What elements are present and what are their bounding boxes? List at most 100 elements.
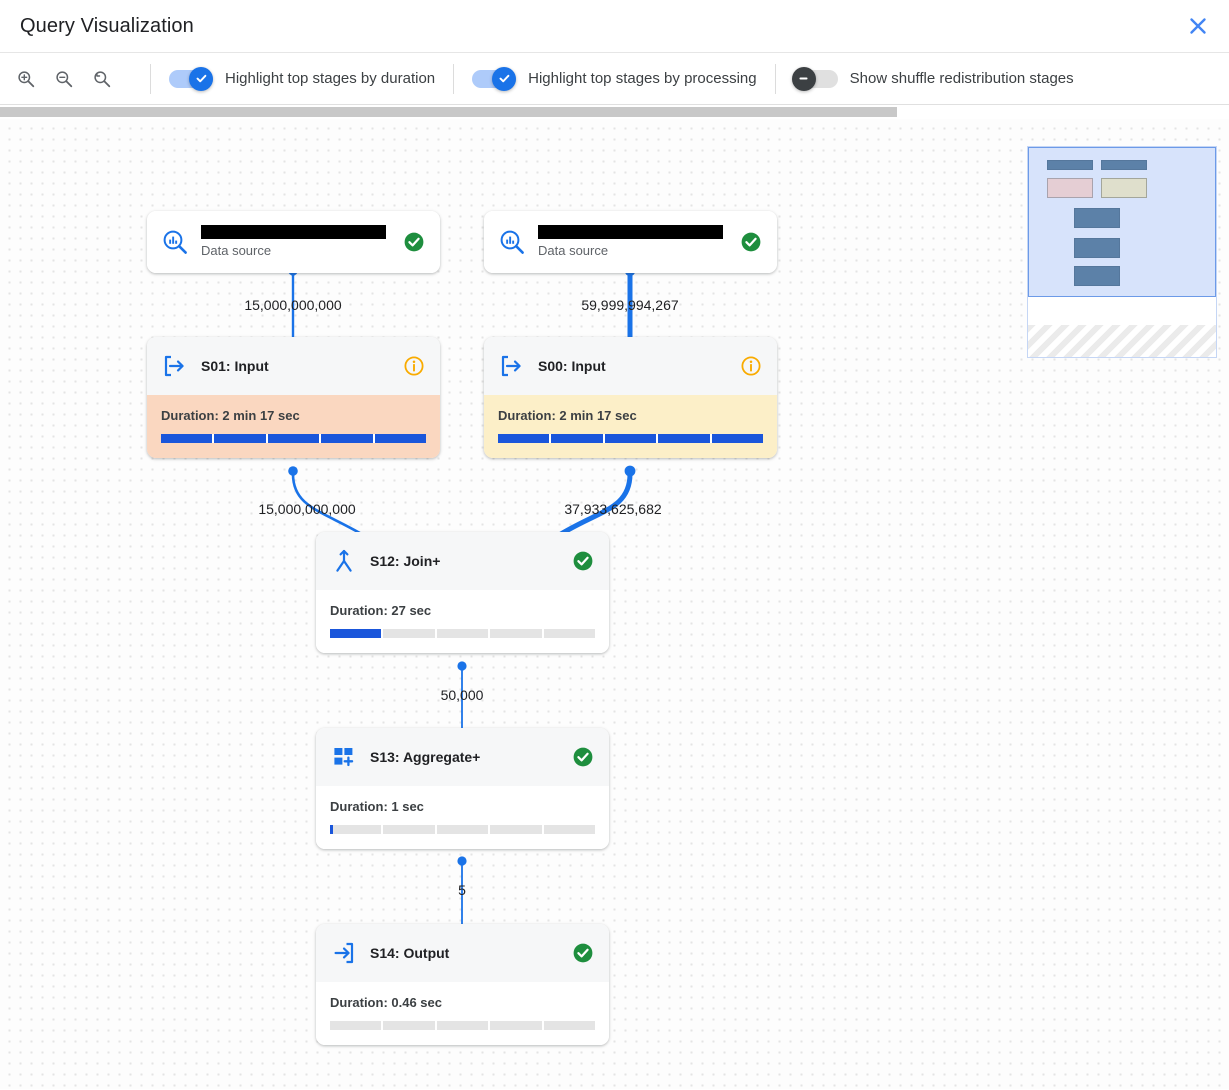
input-arrow-icon: [161, 352, 189, 380]
horizontal-scrollbar-thumb[interactable]: [0, 107, 897, 117]
edge-label: 50,000: [440, 687, 484, 703]
duration-label: Duration: 27 sec: [330, 603, 432, 618]
status-badge-info[interactable]: [739, 354, 763, 378]
join-icon: [330, 547, 358, 575]
minimap-node: [1074, 238, 1120, 258]
data-source-search-icon: [498, 228, 526, 256]
progress-bar-ticks: [498, 434, 763, 443]
node-header: Data source: [147, 211, 440, 273]
data-source-subtitle: Data source: [538, 242, 609, 258]
toggle-label-shuffle: Show shuffle redistribution stages: [849, 70, 1074, 87]
node-body: Duration: 1 sec: [316, 786, 609, 849]
visualization-toolbar: Highlight top stages by duration Highlig…: [0, 53, 1229, 105]
duration-label: Duration: 0.46 sec: [330, 995, 442, 1010]
toggle-highlight-duration[interactable]: Highlight top stages by duration: [169, 66, 436, 91]
node-header: S12: Join+: [316, 532, 609, 590]
data-source-text: Data source: [538, 224, 739, 260]
horizontal-scrollbar-track[interactable]: [0, 105, 1229, 119]
toggle-knob: [492, 66, 517, 91]
progress-bar: [330, 629, 595, 638]
node-stage-s01[interactable]: S01: Input Duration: 2 min 17 sec: [147, 337, 440, 458]
toggle-switch-processing[interactable]: [472, 66, 517, 91]
check-circle-icon: [573, 943, 593, 963]
close-icon: [1190, 18, 1206, 34]
progress-bar: [330, 1021, 595, 1030]
zoom-reset-button[interactable]: [88, 65, 116, 93]
edge-dot: [624, 465, 636, 477]
status-badge-success: [571, 745, 595, 769]
minimap-node-highlight-processing: [1101, 178, 1147, 198]
minimap-viewport[interactable]: [1028, 147, 1216, 297]
info-circle-icon: [741, 356, 761, 376]
minimap-node: [1074, 208, 1120, 228]
zoom-out-button[interactable]: [50, 65, 78, 93]
node-header: S14: Output: [316, 924, 609, 982]
redacted-title: [538, 224, 723, 239]
zoom-reset-icon: [94, 70, 111, 87]
node-data-source-left[interactable]: Data source: [147, 211, 440, 273]
zoom-out-icon: [56, 70, 73, 87]
edge-dot: [457, 661, 467, 671]
page-title: Query Visualization: [20, 14, 194, 37]
close-button[interactable]: [1181, 9, 1215, 43]
toolbar-divider: [453, 63, 455, 94]
minimap-node: [1074, 266, 1120, 286]
duration-label: Duration: 2 min 17 sec: [161, 408, 300, 423]
toggle-show-shuffle[interactable]: Show shuffle redistribution stages: [791, 66, 1074, 91]
minimap-node-highlight-duration: [1047, 178, 1093, 198]
node-title: S12: Join+: [370, 553, 441, 569]
node-data-source-right[interactable]: Data source: [484, 211, 777, 273]
status-badge-info[interactable]: [402, 354, 426, 378]
node-stage-s12[interactable]: S12: Join+ Duration: 27 sec: [316, 532, 609, 653]
node-stage-s00[interactable]: S00: Input Duration: 2 min 17 sec: [484, 337, 777, 458]
toggle-label-processing: Highlight top stages by processing: [528, 70, 757, 87]
node-body: Duration: 2 min 17 sec: [147, 395, 440, 458]
node-body: Duration: 0.46 sec: [316, 982, 609, 1045]
progress-bar: [498, 434, 763, 443]
node-body: Duration: 2 min 17 sec: [484, 395, 777, 458]
status-badge-success: [571, 549, 595, 573]
data-source-subtitle: Data source: [201, 242, 272, 258]
edge-label: 5: [458, 882, 466, 898]
edge-label: 37,933,625,682: [564, 501, 662, 517]
progress-bar: [161, 434, 426, 443]
toggle-switch-duration[interactable]: [169, 66, 213, 91]
zoom-in-button[interactable]: [12, 65, 40, 93]
check-icon: [499, 74, 509, 83]
input-arrow-icon: [498, 352, 526, 380]
progress-bar-ticks: [330, 825, 595, 834]
check-circle-icon: [573, 747, 593, 767]
zoom-controls: [12, 65, 132, 93]
node-header: S01: Input: [147, 337, 440, 395]
dialog-header: Query Visualization: [0, 0, 1229, 53]
progress-bar-fill: [330, 629, 383, 638]
check-circle-icon: [404, 232, 424, 252]
toggle-label-duration: Highlight top stages by duration: [225, 70, 436, 87]
node-stage-s13[interactable]: S13: Aggregate+ Duration: 1 sec: [316, 728, 609, 849]
node-header: Data source: [484, 211, 777, 273]
edge-label: 15,000,000,000: [244, 297, 342, 313]
data-source-search-icon: [161, 228, 189, 256]
toolbar-divider: [150, 63, 151, 94]
minimap[interactable]: [1027, 146, 1217, 358]
status-badge-success: [402, 230, 426, 254]
minimap-offscreen-region: [1028, 325, 1216, 357]
edge-label: 15,000,000,000: [258, 501, 356, 517]
progress-bar-fill: [330, 825, 333, 834]
progress-bar-ticks: [330, 1021, 595, 1030]
check-circle-icon: [573, 551, 593, 571]
toolbar-divider: [774, 63, 776, 94]
duration-label: Duration: 1 sec: [330, 799, 424, 814]
node-title: S00: Input: [538, 358, 606, 374]
graph-canvas[interactable]: 15,000,000,000 59,999,994,267 15,000,000…: [0, 119, 1229, 1089]
toggle-highlight-processing[interactable]: Highlight top stages by processing: [472, 66, 757, 91]
progress-bar: [330, 825, 595, 834]
minimap-node: [1047, 160, 1093, 170]
status-badge-success: [739, 230, 763, 254]
node-stage-s14[interactable]: S14: Output Duration: 0.46 sec: [316, 924, 609, 1045]
progress-bar-fill: [161, 434, 426, 443]
zoom-in-icon: [18, 70, 35, 87]
toggle-switch-shuffle[interactable]: [791, 66, 838, 91]
aggregate-icon: [330, 743, 358, 771]
progress-bar-ticks: [161, 434, 426, 443]
